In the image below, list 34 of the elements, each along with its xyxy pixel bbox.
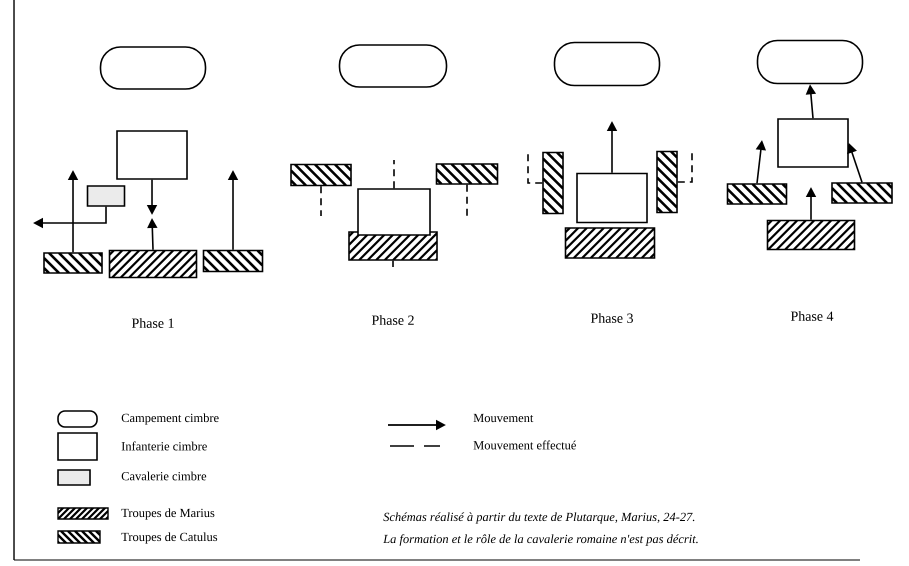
cavalry-box <box>86 185 126 207</box>
dashed-line <box>393 160 395 188</box>
phase-label: Phase 3 <box>590 313 633 323</box>
hatched-bar <box>436 163 498 185</box>
hatched-bar <box>766 220 856 250</box>
hatched-bar <box>43 252 103 274</box>
dashed-line <box>678 150 693 183</box>
hatched-bar <box>290 164 352 186</box>
hatched-bar <box>656 150 678 214</box>
dashed-line <box>320 186 322 216</box>
unit-box <box>777 118 849 168</box>
legend-text: Mouvement <box>474 414 534 422</box>
legend-text: Troupes de Catulus <box>121 532 218 544</box>
hatched-bar <box>202 250 264 272</box>
unit-box <box>576 172 648 224</box>
legend-text: Mouvement effectué <box>474 440 576 450</box>
phase-label: Phase 4 <box>790 311 834 321</box>
note-text: La formation et le rôle de la cavalerie romaine n'est pas décrit. <box>383 534 698 546</box>
legend-text: Campement cimbre <box>122 413 219 425</box>
hatched-bar <box>542 152 564 214</box>
hatched-bar <box>108 250 198 278</box>
legend-text: Troupes de Marius <box>121 508 214 520</box>
dashed-line <box>466 184 468 216</box>
dashed-line <box>392 260 394 267</box>
hatched-bar <box>726 183 788 205</box>
unit-box <box>116 130 188 180</box>
note-text: Schémas réalisé à partir du texte de Plutarque, Marius, 24-27. <box>383 512 694 524</box>
hatched-bar <box>831 182 893 204</box>
unit-box <box>357 188 431 236</box>
phase-label: Phase 1 <box>132 318 174 328</box>
phase-label: Phase 2 <box>372 315 414 325</box>
legend-text: Cavalerie cimbre <box>122 472 206 480</box>
hatched-bar <box>564 227 656 259</box>
legend-text: Infanterie cimbre <box>122 442 207 450</box>
